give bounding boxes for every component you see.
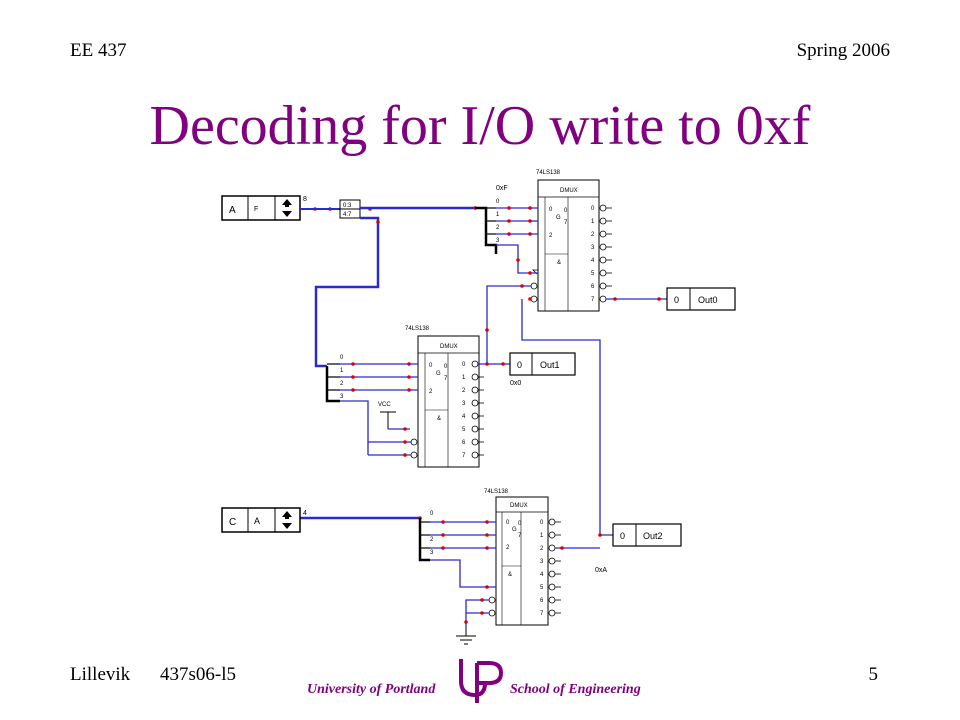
svg-text:7: 7	[591, 297, 595, 303]
svg-text:5: 5	[462, 427, 466, 433]
svg-text:1: 1	[496, 212, 500, 218]
svg-text:4: 4	[591, 258, 595, 264]
svg-text:&: &	[508, 572, 512, 578]
decoder-chip-1: 74LS138 0xF DMUX 0 2 G 0 7 & 0 1 2 3 4 5…	[496, 170, 612, 312]
address-label-0xf: 0xF	[496, 185, 508, 192]
school-name: School of Engineering	[510, 682, 641, 697]
svg-text:3: 3	[591, 245, 595, 251]
input-register-c: C A 4	[221, 507, 307, 533]
svg-text:2: 2	[549, 233, 553, 239]
svg-text:2: 2	[496, 225, 500, 231]
output-out0: 0 Out0	[606, 287, 736, 311]
svg-text:2: 2	[340, 381, 344, 387]
svg-text:2: 2	[429, 389, 433, 395]
svg-text:0: 0	[549, 207, 553, 213]
svg-text:Out1: Out1	[540, 360, 560, 370]
svg-text:2: 2	[591, 232, 595, 238]
course-code: EE 437	[70, 40, 127, 61]
svg-text:7: 7	[462, 453, 466, 459]
svg-text:G: G	[512, 527, 517, 533]
term: Spring 2006	[796, 40, 890, 61]
svg-text:0:3: 0:3	[343, 203, 352, 209]
svg-text:DMUX: DMUX	[440, 344, 458, 350]
university-logo	[459, 659, 504, 703]
footer-author: Lillevik	[70, 664, 131, 685]
svg-text:0: 0	[340, 355, 344, 361]
svg-text:7: 7	[518, 533, 522, 539]
svg-text:6: 6	[462, 440, 466, 446]
svg-text:7: 7	[564, 220, 568, 226]
svg-text:6: 6	[591, 284, 595, 290]
svg-text:DMUX: DMUX	[560, 188, 578, 194]
svg-text:3: 3	[430, 550, 434, 556]
input-c-bus-width: 4	[303, 510, 307, 517]
svg-text:5: 5	[540, 585, 544, 591]
svg-text:0: 0	[429, 363, 433, 369]
svg-text:6: 6	[540, 598, 544, 604]
svg-text:74LS138: 74LS138	[536, 170, 561, 176]
svg-text:Out0: Out0	[698, 295, 718, 305]
svg-text:0: 0	[564, 208, 568, 214]
svg-text:G: G	[436, 371, 441, 377]
svg-text:&: &	[557, 260, 561, 266]
svg-text:G: G	[556, 215, 561, 221]
svg-text:74LS138: 74LS138	[484, 489, 509, 495]
svg-text:4: 4	[540, 572, 544, 578]
svg-text:7: 7	[444, 376, 448, 382]
output-out2: 0 Out2	[521, 297, 682, 550]
input-a-reg: A	[229, 205, 236, 216]
svg-text:3: 3	[462, 401, 466, 407]
svg-text:1: 1	[340, 368, 344, 374]
svg-text:0: 0	[620, 531, 625, 541]
svg-text:0: 0	[430, 511, 434, 517]
chip1-input-fan: 0 1 2 3	[475, 199, 538, 275]
svg-text:3: 3	[540, 559, 544, 565]
address-label-0x0: 0x0	[510, 380, 521, 387]
svg-text:3: 3	[496, 238, 500, 244]
input-a-bus-width: 8	[303, 196, 307, 203]
svg-text:0: 0	[444, 364, 448, 370]
svg-text:0: 0	[540, 520, 544, 526]
svg-text:1: 1	[540, 533, 544, 539]
svg-text:&: &	[437, 416, 441, 422]
svg-text:0: 0	[517, 360, 522, 370]
chip2-input-fan: 0 1 2 3	[325, 355, 418, 457]
svg-text:2: 2	[540, 546, 544, 552]
input-c-reg: C	[229, 517, 236, 528]
svg-text:1: 1	[462, 375, 466, 381]
svg-text:0: 0	[506, 520, 510, 526]
decoder-chip-3: 74LS138 DMUX 0 2 G 0 7 & 0 1 2 3 4 5 6 7	[484, 489, 607, 626]
svg-text:4: 4	[462, 414, 466, 420]
svg-text:5: 5	[591, 271, 595, 277]
slide-title: Decoding for I/O write to 0xf	[149, 95, 811, 157]
svg-text:2: 2	[462, 388, 466, 394]
svg-text:0: 0	[591, 206, 595, 212]
bus-splitter-a: 0:3 4:7	[300, 199, 361, 219]
svg-text:4:7: 4:7	[343, 212, 352, 218]
input-register-a: A F 8	[221, 195, 307, 221]
address-label-0xa: 0xA	[595, 567, 607, 574]
output-out1: 0 Out1 0x0	[478, 352, 576, 387]
svg-text:DMUX: DMUX	[510, 503, 528, 509]
svg-text:Out2: Out2	[643, 531, 663, 541]
chip3-input-fan: 0 2 3	[418, 511, 496, 645]
decoder-chip-2: 74LS138 DMUX 0 2 G 0 7 & 0 1 2 3 4 5 6 7	[378, 326, 484, 468]
svg-text:1: 1	[591, 219, 595, 225]
svg-text:3: 3	[340, 394, 344, 400]
svg-text:0: 0	[518, 521, 522, 527]
svg-text:0: 0	[496, 199, 500, 205]
page-number: 5	[868, 664, 879, 685]
input-c-val: A	[254, 516, 260, 526]
svg-text:2: 2	[430, 537, 434, 543]
svg-text:7: 7	[540, 611, 544, 617]
footer-lecture-code: 437s06-l5	[160, 664, 236, 685]
university-name: University of Portland	[307, 682, 436, 697]
input-a-val: F	[254, 206, 258, 213]
svg-text:74LS138: 74LS138	[405, 326, 430, 332]
svg-text:VCC: VCC	[378, 402, 391, 408]
svg-text:2: 2	[506, 545, 510, 551]
svg-text:0: 0	[674, 295, 679, 305]
svg-text:0: 0	[462, 362, 466, 368]
